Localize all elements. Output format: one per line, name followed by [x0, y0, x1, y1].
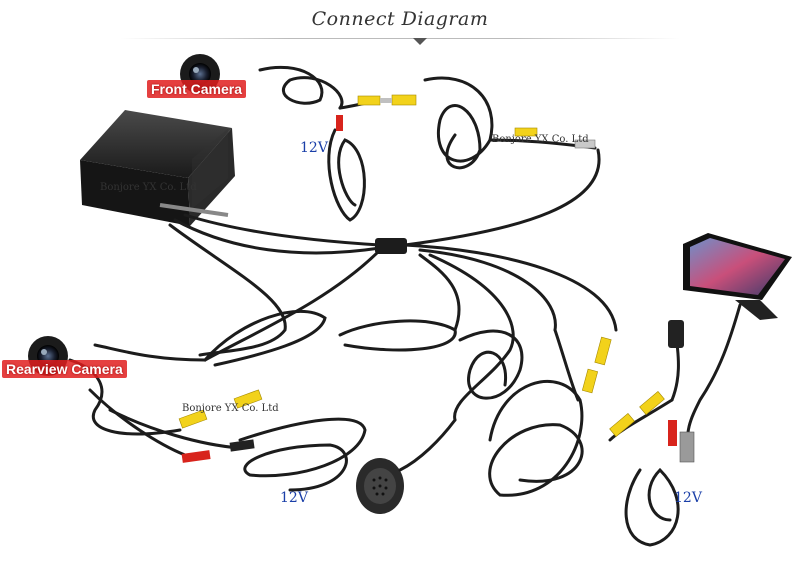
rca-connector-rear: [179, 390, 262, 463]
watermark-box: Bonjore YX Co. Ltd: [100, 182, 197, 193]
buzzer: [356, 458, 404, 514]
watermark-top: Bonjore YX Co. Ltd: [492, 134, 589, 145]
lcd-monitor: [683, 233, 792, 320]
rca-connector-top: [358, 95, 416, 105]
power-label-bottom-left: 12V: [280, 490, 308, 506]
power-label-top: 12V: [300, 140, 328, 156]
rca-connector-monitor: [582, 320, 694, 462]
control-box: [80, 110, 235, 226]
cable-junction: [375, 238, 407, 254]
power-lead-top: [336, 115, 343, 131]
rearview-camera-label: Rearview Camera: [2, 360, 127, 378]
front-camera-label: Front Camera: [147, 80, 246, 98]
watermark-middle: Bonjore YX Co. Ltd: [182, 403, 279, 414]
power-label-bottom-right: 12V: [674, 490, 702, 506]
